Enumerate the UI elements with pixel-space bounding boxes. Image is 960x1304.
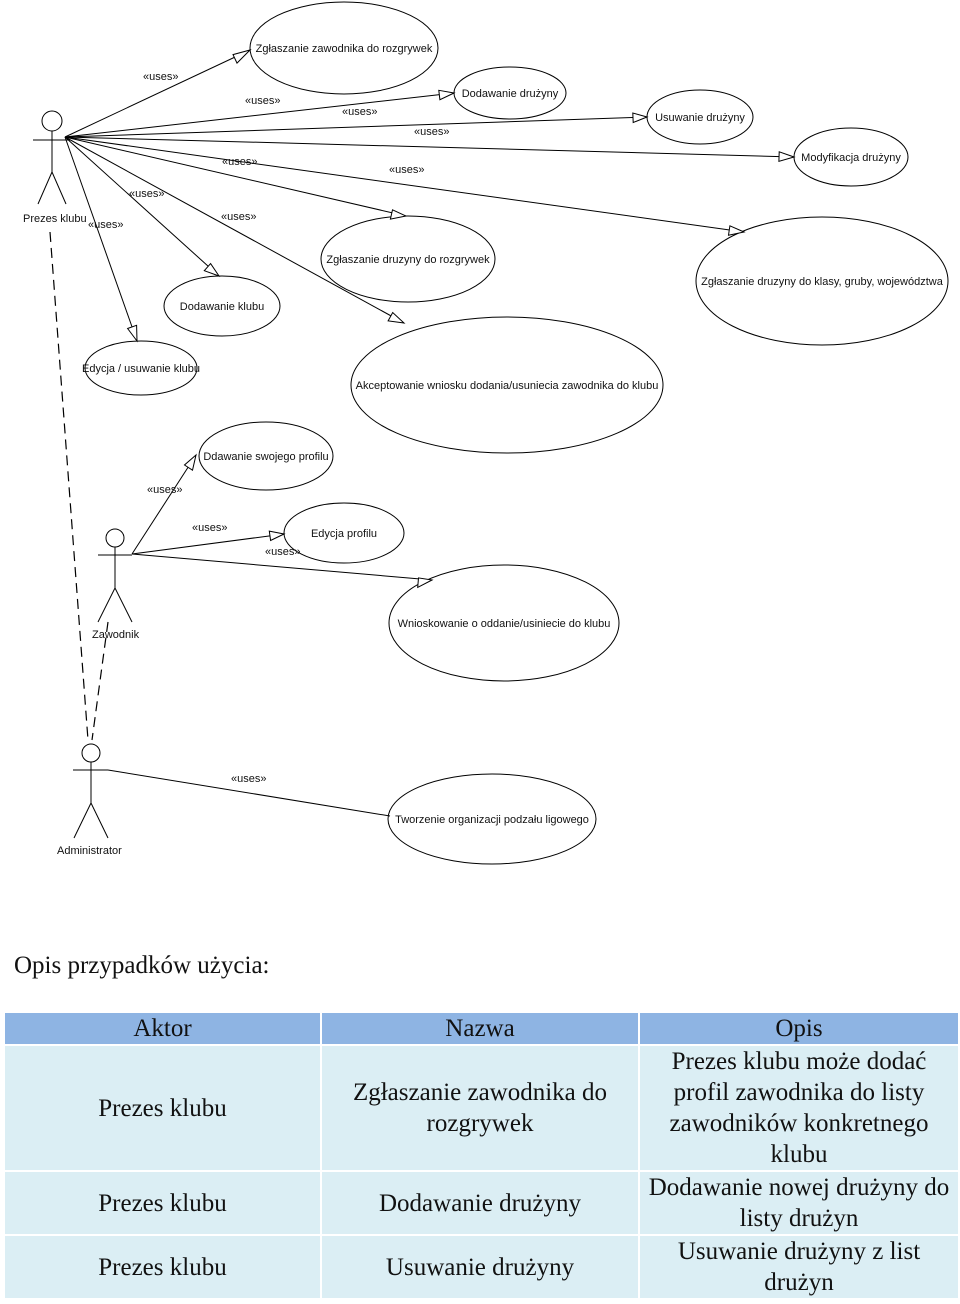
table-row: Prezes klubu Zgłaszanie zawodnika do roz… xyxy=(3,1044,960,1172)
uc-label: Usuwanie drużyny xyxy=(655,112,745,124)
cell-nazwa: Zgłaszanie zawodnika do rozgrywek xyxy=(320,1044,640,1172)
cell-aktor: Prezes klubu xyxy=(3,1170,322,1236)
assoc-line xyxy=(64,136,138,342)
uc-label: Ddawanie swojego profilu xyxy=(203,451,328,463)
uses-label: «uses» xyxy=(222,156,257,168)
actor-zawodnik xyxy=(97,528,133,623)
uc-label: Zgłaszanie druzyny do rozgrywek xyxy=(326,254,490,266)
arrowhead xyxy=(203,262,221,277)
uses-label: «uses» xyxy=(389,164,424,176)
arrowhead xyxy=(417,577,434,589)
actor-label-zawodnik: Zawodnik xyxy=(92,629,140,641)
uc-dodawanie-profilu xyxy=(198,421,334,491)
uses-label: «uses» xyxy=(147,484,182,496)
assoc-line xyxy=(64,49,251,138)
actor-administrator xyxy=(73,743,109,839)
uc-wnioskowanie xyxy=(388,564,620,682)
header-aktor: Aktor xyxy=(3,1011,322,1046)
arrowhead xyxy=(183,453,197,472)
arrowhead xyxy=(268,530,286,542)
assoc-line xyxy=(131,454,197,555)
assoc-line xyxy=(64,136,220,277)
assoc-line xyxy=(64,136,745,233)
actor-prezes-klubu xyxy=(33,110,70,205)
uc-dodawanie-klubu xyxy=(163,275,281,337)
assoc-line xyxy=(64,136,407,217)
header-nazwa: Nazwa xyxy=(320,1011,640,1046)
uses-label: «uses» xyxy=(245,95,280,107)
assoc-line xyxy=(131,533,285,555)
table-header-row: Aktor Nazwa Opis xyxy=(3,1011,960,1046)
uses-label: «uses» xyxy=(414,126,449,138)
uses-label: «uses» xyxy=(192,522,227,534)
uc-label: Zgłaszanie zawodnika do rozgrywek xyxy=(256,43,433,55)
arrowhead xyxy=(126,324,138,343)
uc-label: Zgłaszanie druzyny do klasy, gruby, woje… xyxy=(701,276,944,288)
table-row: Prezes klubu Usuwanie drużyny Usuwanie d… xyxy=(3,1234,960,1300)
actor-label-administrator: Administrator xyxy=(57,845,122,857)
assoc-line xyxy=(64,136,795,158)
table-row: Prezes klubu Dodawanie drużyny Dodawanie… xyxy=(3,1170,960,1236)
assoc-line xyxy=(64,136,405,324)
arrowhead xyxy=(632,112,649,124)
cell-aktor: Prezes klubu xyxy=(3,1234,322,1300)
arrowhead xyxy=(778,151,796,162)
uc-edycja-profilu xyxy=(283,502,405,564)
arrowhead xyxy=(438,89,456,101)
uc-label: Akceptowanie wniosku dodania/usuniecia z… xyxy=(356,380,659,392)
uses-label: «uses» xyxy=(129,188,164,200)
cell-opis: Dodawanie nowej drużyny do listy drużyn xyxy=(638,1170,960,1236)
arrowhead xyxy=(387,311,406,324)
use-case-diagram: Prezes klubu Zawodnik Administrator Zgła… xyxy=(23,1,949,865)
arrowhead xyxy=(232,49,252,64)
assoc-line xyxy=(64,116,648,138)
arrowhead xyxy=(389,209,408,220)
uses-label: «uses» xyxy=(265,546,300,558)
uc-zglaszanie-zawodnika xyxy=(249,1,439,95)
cell-nazwa: Dodawanie drużyny xyxy=(320,1170,640,1236)
uses-label: «uses» xyxy=(342,106,377,118)
uc-label: Tworzenie organizacji podzału ligowego xyxy=(395,814,589,826)
dashed-link-prezes-admin xyxy=(49,231,89,741)
uc-label: Edycja / usuwanie klubu xyxy=(82,363,200,375)
uc-tworzenie-organizacji xyxy=(387,773,597,865)
uc-label: Wnioskowanie o oddanie/usiniecie do klub… xyxy=(398,618,611,630)
cell-aktor: Prezes klubu xyxy=(3,1044,322,1172)
cell-nazwa: Usuwanie drużyny xyxy=(320,1234,640,1300)
header-opis: Opis xyxy=(638,1011,960,1046)
uc-label: Modyfikacja drużyny xyxy=(801,152,901,164)
uc-label: Dodawanie drużyny xyxy=(462,88,559,100)
uc-label: Edycja profilu xyxy=(311,528,377,540)
uses-label: «uses» xyxy=(88,219,123,231)
actor-label-prezes: Prezes klubu xyxy=(23,213,87,225)
cell-opis: Usuwanie drużyny z list drużyn xyxy=(638,1234,960,1300)
uc-akceptowanie-wniosku xyxy=(350,316,664,454)
uc-zglaszanie-druzyny-klasy xyxy=(695,216,949,346)
arrowhead xyxy=(727,225,746,236)
cell-opis: Prezes klubu może dodać profil zawodnika… xyxy=(638,1044,960,1172)
assoc-line xyxy=(107,769,391,817)
uc-label: Dodawanie klubu xyxy=(180,301,264,313)
uc-zglaszanie-druzyny-rozgrywek xyxy=(320,215,496,303)
section-title: Opis przypadków użycia: xyxy=(14,952,270,979)
uses-label: «uses» xyxy=(231,773,266,785)
assoc-line xyxy=(131,553,433,581)
uses-label: «uses» xyxy=(143,71,178,83)
uses-label: «uses» xyxy=(221,211,256,223)
dashed-link-zawodnik-admin xyxy=(91,621,109,741)
use-case-table: Aktor Nazwa Opis Prezes klubu Zgłaszanie… xyxy=(3,1011,960,1300)
uc-edycja-usuwanie-klubu xyxy=(84,340,198,396)
assoc-line xyxy=(64,92,455,138)
